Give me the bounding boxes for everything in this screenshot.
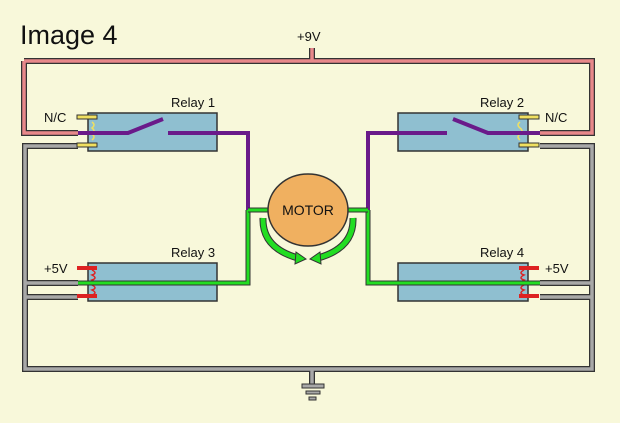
coil-terminal — [519, 294, 539, 298]
switch-path — [366, 131, 447, 210]
relay-3-coil-label: +5V — [44, 261, 68, 276]
relay-2-label: Relay 2 — [480, 95, 524, 110]
coil-terminal — [77, 266, 97, 270]
relay-1-nc-label: N/C — [44, 110, 66, 125]
switch-arm — [78, 117, 164, 135]
active-path — [78, 210, 250, 285]
relay-4-coil-label: +5V — [545, 261, 569, 276]
relay-1-label: Relay 1 — [171, 95, 215, 110]
supply-label: +9V — [297, 29, 321, 44]
nc-contact — [518, 114, 540, 120]
ground-wire — [22, 143, 595, 385]
supply-wire — [21, 48, 595, 136]
relay-4: Relay 4 +5V — [365, 210, 569, 302]
switch-path — [168, 131, 250, 210]
coil-terminal — [519, 266, 539, 270]
coil-terminal — [77, 294, 97, 298]
no-contact — [76, 142, 98, 148]
nc-contact — [76, 114, 98, 120]
relay-3: Relay 3 +5V — [44, 210, 251, 302]
ground-icon — [301, 383, 325, 401]
relay-2: Relay 2 N/C — [366, 95, 567, 210]
relay-3-label: Relay 3 — [171, 245, 215, 260]
relay-1: Relay 1 N/C — [44, 95, 250, 210]
motor: MOTOR — [267, 173, 349, 247]
active-path — [366, 210, 540, 285]
relay-2-nc-label: N/C — [545, 110, 567, 125]
motor-label: MOTOR — [282, 202, 334, 218]
no-contact — [518, 142, 540, 148]
rotation-arrows-icon — [259, 217, 357, 265]
diagram-title: Image 4 — [20, 20, 118, 50]
switch-arm — [452, 117, 540, 135]
relay-4-label: Relay 4 — [480, 245, 524, 260]
